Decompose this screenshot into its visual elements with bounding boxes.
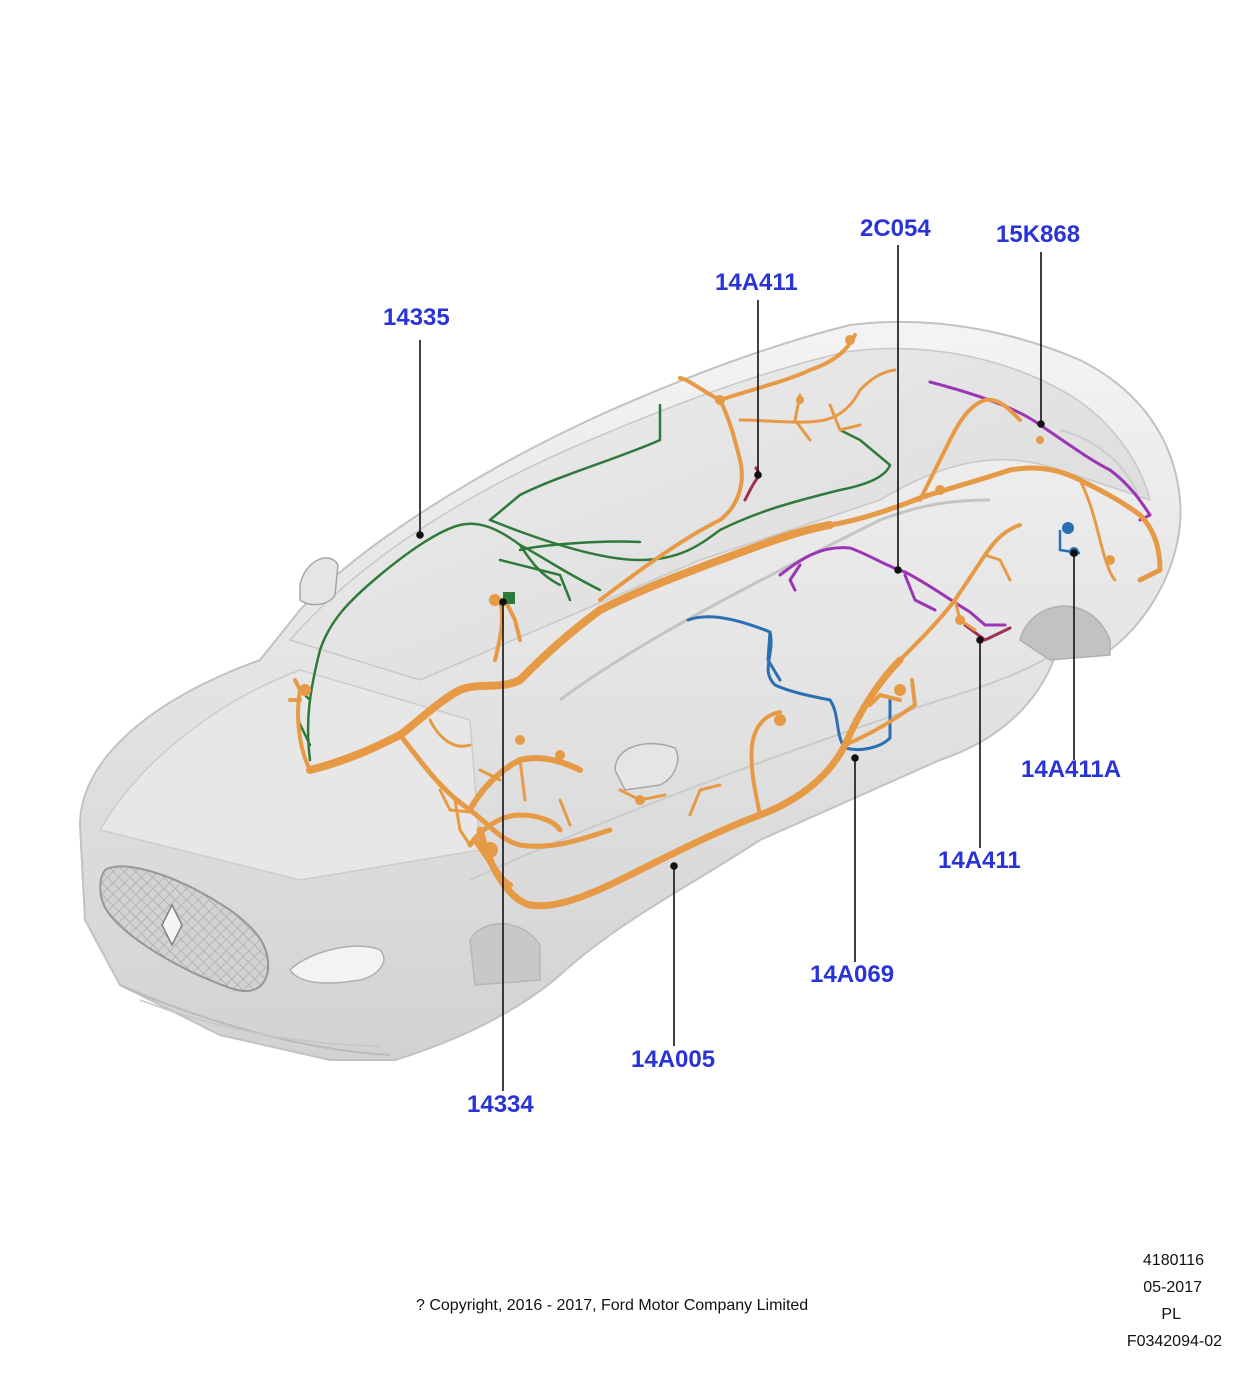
harness-connectors xyxy=(299,335,1115,858)
harness-main xyxy=(288,333,1163,910)
issue-date: 05-2017 xyxy=(1143,1279,1202,1296)
callout-14a005: 14A005 xyxy=(631,1046,716,1073)
callout-14a411-low: 14A411 xyxy=(938,847,1021,874)
callout-15k868: 15K868 xyxy=(996,221,1081,248)
callout-14a069: 14A069 xyxy=(810,961,895,988)
car-body xyxy=(78,320,1182,1061)
car-hood xyxy=(98,669,481,881)
callout-14a411a: 14A411A xyxy=(1021,756,1122,783)
emblem-icon xyxy=(161,903,183,947)
mirror-right xyxy=(614,742,679,791)
callout-14335: 14335 xyxy=(383,304,450,331)
callout-14334: 14334 xyxy=(467,1091,534,1118)
headlight xyxy=(289,945,385,984)
leader-lines xyxy=(416,245,1078,1091)
callout-2c054: 2C054 xyxy=(860,215,931,242)
harness-door xyxy=(686,615,892,752)
mirror-left xyxy=(299,557,339,606)
callout-14a411-top: 14A411 xyxy=(715,269,798,296)
figure-id: F0342094-02 xyxy=(1126,1333,1222,1350)
car-silhouette xyxy=(78,320,1182,1061)
ref-number: 4180116 xyxy=(1142,1252,1204,1269)
harness-roof xyxy=(296,403,892,762)
grille xyxy=(99,865,270,992)
copyright-notice: ? Copyright, 2016 - 2017, Ford Motor Com… xyxy=(416,1297,809,1314)
region-code: PL xyxy=(1161,1306,1181,1323)
